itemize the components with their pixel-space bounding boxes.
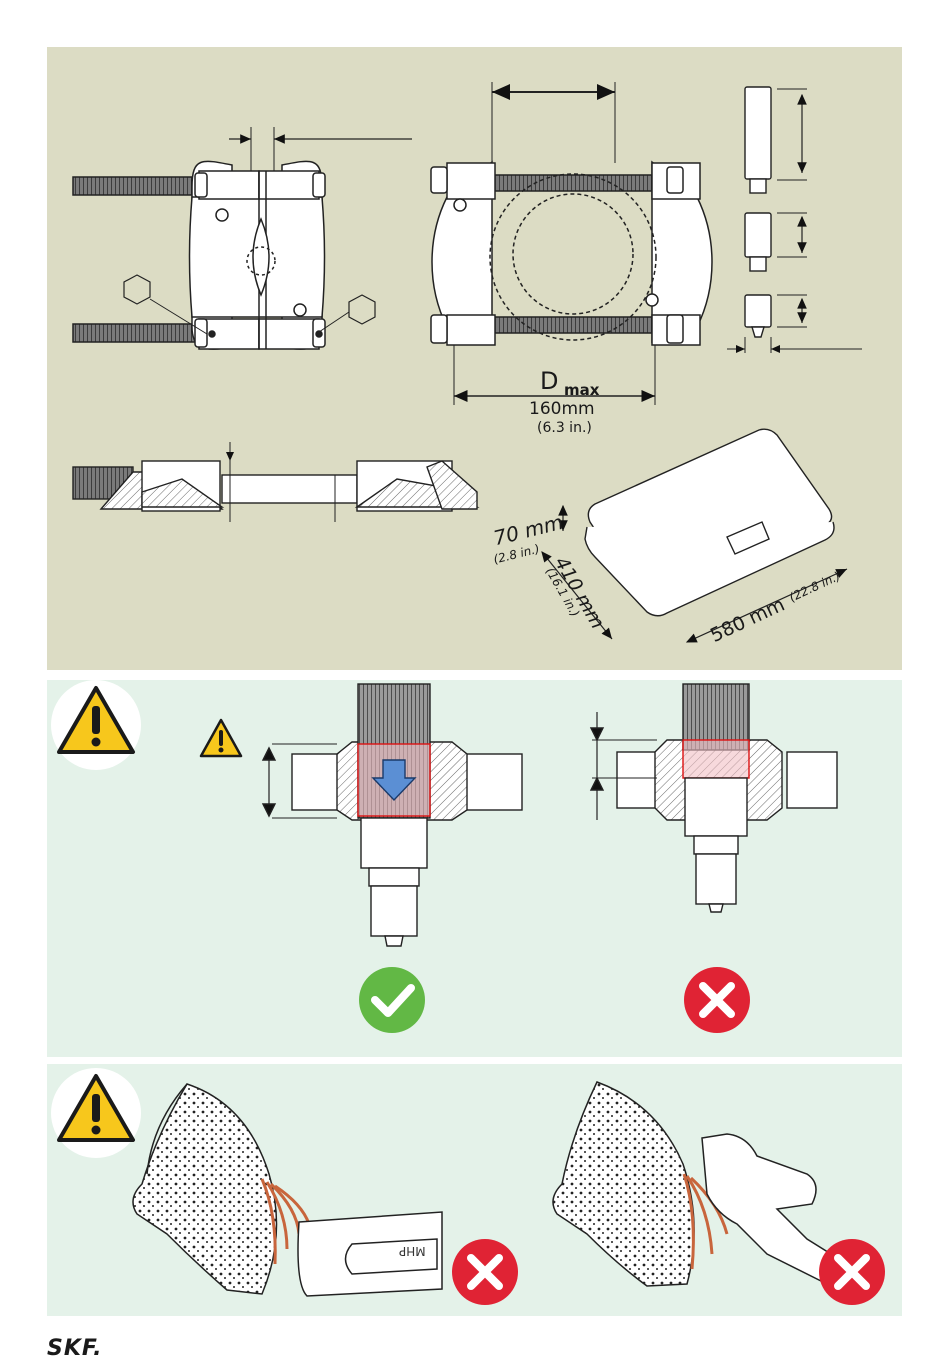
cross-icon-right: [819, 1239, 885, 1305]
cross-icon-left: [452, 1239, 518, 1305]
grinding-disc-left: [133, 1084, 277, 1294]
specs-panel: D max 160mm (6.3 in.) 70 mm (2.8 in.) 41…: [47, 47, 902, 670]
plate-cross-section: [73, 442, 477, 522]
grinding-panel: MHP: [47, 1064, 902, 1316]
separator-front-view: [73, 127, 412, 349]
dmax-subscript: max: [564, 381, 599, 399]
skf-logo: SKF.: [47, 1336, 102, 1361]
dmax-symbol: D: [540, 367, 558, 395]
small-warning-triangle-icon: [201, 720, 241, 756]
specs-drawing: [47, 47, 902, 670]
separator-open-view: [431, 82, 712, 405]
correct-setup-drawing: [263, 684, 522, 946]
dmax-in-label: (6.3 in.): [537, 420, 592, 436]
dmax-mm-label: 160mm: [529, 399, 595, 419]
warning-triangle-icon: [59, 688, 133, 752]
grinding-drawing: [47, 1064, 902, 1316]
grinding-disc-right: [553, 1082, 694, 1286]
cross-icon: [684, 967, 750, 1033]
tool-label-mhp: MHP: [399, 1244, 426, 1258]
adapter-pieces: [727, 87, 862, 353]
incorrect-setup-drawing: [591, 684, 837, 912]
check-icon: [359, 967, 425, 1033]
usage-drawing: [47, 680, 902, 1057]
grinding-warning-triangle-icon: [59, 1076, 133, 1140]
usage-panel: [47, 680, 902, 1057]
